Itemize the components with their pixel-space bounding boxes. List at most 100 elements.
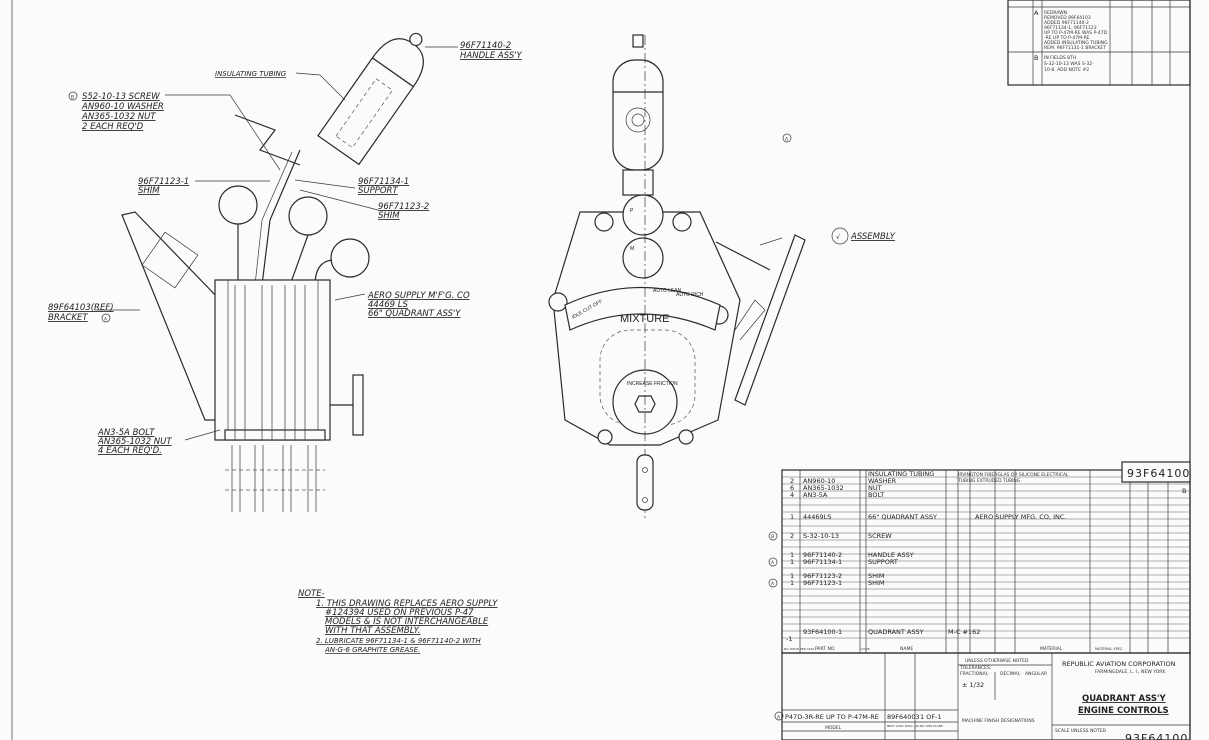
parts-row-name: SUPPORT bbox=[868, 558, 898, 566]
revision-a-line: REDRAWN. bbox=[1044, 10, 1068, 16]
callout-bolt-1: AN3-5A BOLT bbox=[97, 428, 155, 438]
row-rev-text: B bbox=[771, 534, 774, 540]
parts-row-name: BOLT bbox=[868, 491, 884, 499]
revision-letter: B bbox=[1182, 487, 1186, 495]
rev-mark-a bbox=[101, 313, 111, 323]
control-rods bbox=[231, 445, 317, 512]
knob-p-front bbox=[622, 194, 664, 236]
revision-b-line: IN FIELDS 8TH bbox=[1044, 55, 1076, 61]
parts-row-name: WASHER bbox=[868, 477, 897, 485]
model-label: MODEL bbox=[825, 725, 842, 731]
callout-bracket-name: BRACKET bbox=[48, 313, 88, 323]
row-rev-text: A bbox=[771, 581, 775, 587]
notes-heading: NOTE- bbox=[298, 589, 325, 599]
assembly-dash-number: -1 bbox=[786, 635, 792, 643]
parts-row-qty: 1 bbox=[790, 551, 794, 559]
parts-row-name: SCREW bbox=[868, 532, 892, 540]
revision-a-line: -RE UP TO P-47M-RE bbox=[1044, 35, 1090, 41]
header-part-no: PART NO. bbox=[815, 646, 836, 652]
friction-label: INCREASE FRICTION bbox=[627, 381, 678, 387]
decimal-label: DECIMAL bbox=[1000, 671, 1021, 677]
parts-row-part: 96F71140-2 bbox=[803, 551, 842, 559]
revision-a-line: ADDED INSULATING TUBING bbox=[1044, 40, 1108, 46]
per-plane-value: 1 OF-1 bbox=[920, 713, 942, 721]
assembly-code: M-C #162 bbox=[948, 628, 980, 636]
parts-row-part: AN3-5A bbox=[803, 491, 828, 499]
parts-row-part: S-32-10-13 bbox=[803, 532, 839, 540]
note-line-3: MODELS & IS NOT INTERCHANGEABLE bbox=[325, 617, 489, 627]
header-qty: NO. REQD PER ASSY bbox=[784, 647, 815, 651]
parts-row-name: INSULATING TUBING bbox=[868, 470, 934, 478]
knob-throttle bbox=[218, 185, 258, 225]
revision-a-letter: A bbox=[1034, 9, 1039, 17]
parts-row-name: SHIM bbox=[868, 572, 885, 580]
callout-quadrant-name: 66" QUADRANT ASS'Y bbox=[368, 309, 461, 319]
parts-row-qty: 1 bbox=[790, 558, 794, 566]
callout-quadrant-mfr: AERO SUPPLY M'F'G. CO bbox=[367, 291, 470, 301]
assembly-lever bbox=[715, 234, 806, 406]
finish-heading: MACHINE FINISH DESIGNATIONS bbox=[962, 718, 1035, 724]
bottom-drawing-number: 93F64100 bbox=[1125, 732, 1188, 740]
note-line-5: 2. LUBRICATE 96F71134-1 & 96F71140-2 WIT… bbox=[316, 637, 482, 645]
row-rev-text: A bbox=[771, 560, 775, 566]
note-line-1: 1. THIS DRAWING REPLACES AERO SUPPLY bbox=[316, 599, 498, 609]
row-rev-mark bbox=[768, 557, 778, 567]
bracket bbox=[121, 211, 221, 421]
support-bracket bbox=[234, 114, 301, 166]
knob-mixture bbox=[330, 238, 370, 278]
sector-auto-rich: AUTO RICH bbox=[676, 292, 704, 298]
header-code: CODE bbox=[861, 647, 870, 651]
callout-shim1-name: SHIM bbox=[138, 186, 160, 196]
note-line-6: AN-G-6 GRAPHITE GREASE. bbox=[324, 646, 420, 654]
callout-shim2-part: 96F71123-2 bbox=[378, 202, 429, 212]
friction-knob bbox=[352, 374, 364, 436]
callout-support-name: SUPPORT bbox=[358, 186, 398, 196]
revision-a-line: ADDED 96F71140-2 bbox=[1044, 20, 1089, 26]
model-rev-text: A bbox=[777, 715, 781, 721]
rev-mark-b-text: B bbox=[71, 95, 74, 101]
callout-quadrant-part: 44469 LS bbox=[368, 300, 408, 310]
knob-letter-m: M bbox=[630, 246, 634, 252]
callout-insulating-tubing: INSULATING TUBING bbox=[215, 70, 287, 78]
scale-label: SCALE UNLESS NOTED bbox=[1055, 728, 1107, 734]
parts-row-qty: 1 bbox=[790, 579, 794, 587]
unless-noted: UNLESS OTHERWISE NOTED bbox=[965, 658, 1029, 664]
front-view: P M IDLE CUT OFF AUTO LEAN AUTO RICH MIX… bbox=[548, 34, 806, 520]
view-mark-a-text: A bbox=[785, 137, 789, 143]
revision-a-line: REM. 96F71131-1 BRACKET bbox=[1044, 45, 1106, 51]
revision-b-line: 10-8. ADD NOTE #2 bbox=[1044, 67, 1089, 73]
assembly-name: QUADRANT ASSY bbox=[868, 628, 924, 636]
revision-a-line: UP TO P-47M-RE WAS P-47D bbox=[1044, 30, 1108, 36]
parts-row-name: 66" QUADRANT ASSY bbox=[868, 513, 937, 521]
parts-row-part: 96F71134-1 bbox=[803, 558, 842, 566]
assembly-part-number: 93F64100-1 bbox=[803, 628, 842, 636]
angular-label: ANGULAR bbox=[1025, 671, 1047, 677]
callout-support-part: 96F71134-1 bbox=[358, 177, 409, 187]
assembly-check-mark: √ bbox=[836, 233, 841, 241]
revision-block: A REDRAWN. REMOVED 89F64103 ADDED 96F711… bbox=[1007, 0, 1191, 86]
header-name: NAME bbox=[900, 646, 913, 652]
callout-assembly: ASSEMBLY bbox=[850, 232, 896, 242]
rev-mark-b bbox=[68, 91, 78, 101]
company-location: FARMINGDALE, L. I., NEW YORK bbox=[1095, 669, 1166, 675]
fractional-label: FRACTIONAL bbox=[960, 671, 989, 677]
handle-front bbox=[612, 59, 664, 171]
knob-propeller bbox=[288, 196, 328, 236]
revision-a-line: REMOVED 89F64103 bbox=[1044, 15, 1091, 21]
parts-row-qty: 1 bbox=[790, 513, 794, 521]
callout-screw-1: S52-10-13 SCREW bbox=[82, 92, 160, 102]
mixture-sector bbox=[564, 287, 721, 331]
drawing-title-1: QUADRANT ASS'Y bbox=[1082, 694, 1167, 704]
parts-row-name: SHIM bbox=[868, 579, 885, 587]
drawing-number: 93F64100 bbox=[1127, 467, 1190, 480]
sector-auto-lean: AUTO LEAN bbox=[653, 288, 682, 294]
drawing-number-box bbox=[1121, 461, 1191, 483]
next-assy-value: 89F64003 bbox=[887, 713, 920, 721]
fractional-tolerance: ± 1/32 bbox=[962, 681, 984, 689]
next-assy-label: NEXT ASSY. DWG. NO. bbox=[887, 724, 920, 728]
side-view bbox=[121, 32, 424, 512]
parts-row-part: 96F71123-2 bbox=[803, 572, 842, 580]
output-arm bbox=[636, 454, 654, 511]
parts-row-part: AN365-1032 bbox=[803, 484, 844, 492]
